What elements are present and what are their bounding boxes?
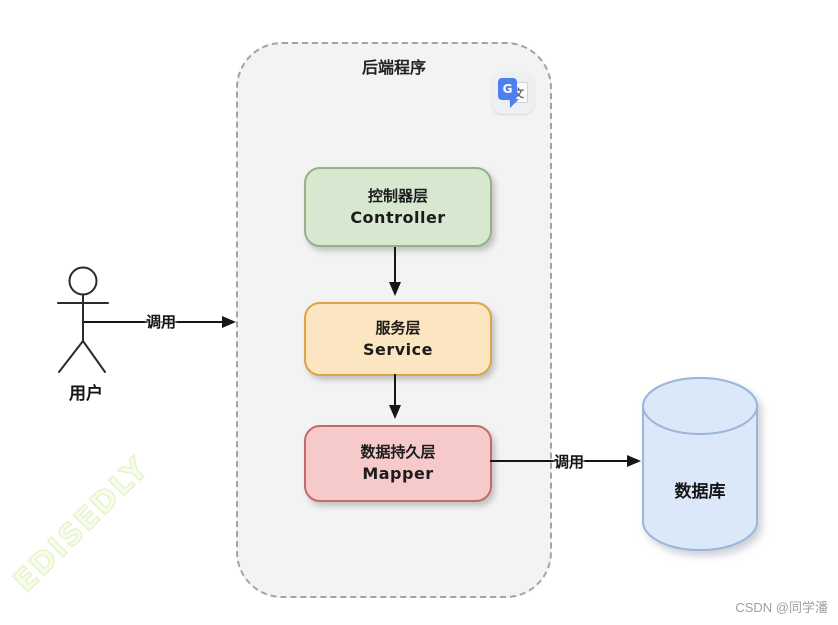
layer-box-controller: 控制器层 Controller [304, 167, 492, 247]
edge-label-user-call: 调用 [145, 313, 176, 331]
controller-label-en: Controller [350, 207, 446, 227]
watermark-text: EDISEDLY [6, 449, 157, 600]
service-label-zh: 服务层 [375, 318, 421, 337]
database-label: 数据库 [674, 482, 726, 502]
controller-label-zh: 控制器层 [367, 186, 428, 205]
translate-g-badge: G [498, 78, 517, 100]
actor-label: 用户 [69, 384, 103, 404]
csdn-credit: CSDN @同学潘 [735, 600, 828, 615]
service-label-en: Service [362, 339, 433, 359]
cylinder-top [642, 377, 758, 435]
layer-box-mapper: 数据持久层 Mapper [304, 425, 492, 502]
user-head [68, 266, 98, 296]
backend-title: 后端程序 [361, 58, 426, 77]
backend-container: 后端程序 文 G 控制器层 Controller 服务层 Service 数据持… [236, 42, 552, 598]
mapper-label-zh: 数据持久层 [360, 443, 436, 461]
user-left-leg [58, 340, 84, 373]
layer-box-service: 服务层 Service [304, 302, 492, 376]
user-stick-figure [57, 266, 109, 373]
mapper-label-en: Mapper [362, 464, 434, 483]
edge-label-db-call: 调用 [553, 453, 584, 471]
translate-char: 文 [513, 86, 524, 100]
user-right-leg [82, 340, 106, 373]
google-translate-icon[interactable]: 文 G [492, 72, 534, 114]
translate-badge-tail [510, 99, 519, 108]
translate-g-letter: G [502, 82, 513, 96]
database-cylinder [642, 377, 758, 551]
cylinder-body [642, 377, 758, 551]
